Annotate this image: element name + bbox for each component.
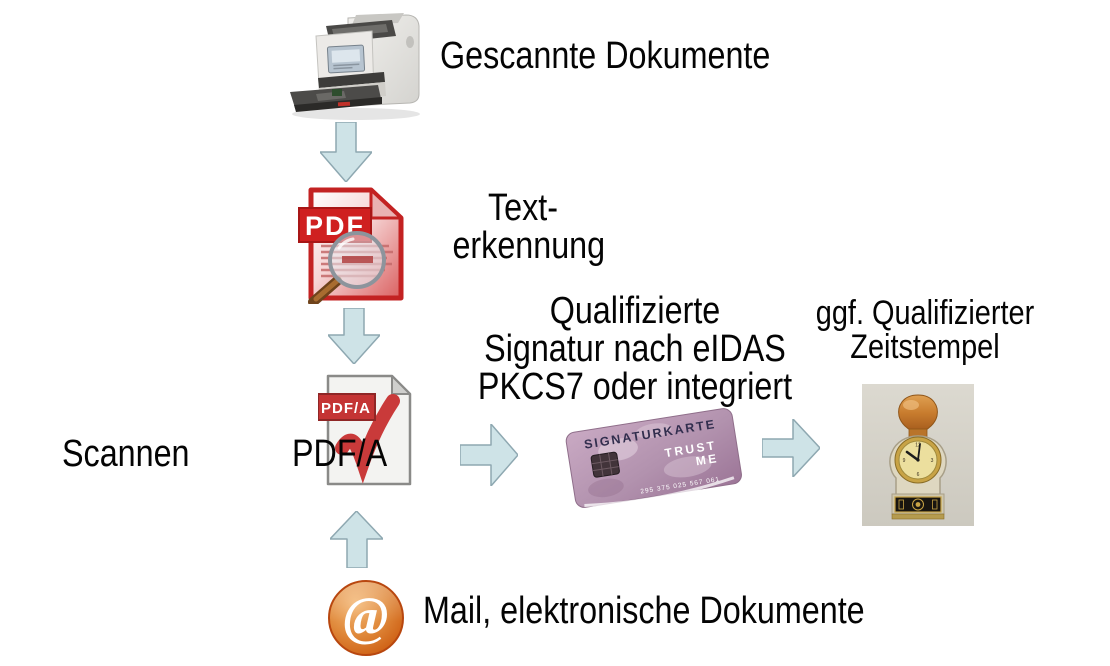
- checkmark-icon: [335, 394, 400, 484]
- scanner-shadow: [292, 108, 420, 120]
- label-text-recognition: Text- erkennung: [452, 187, 606, 267]
- pdfa-icon: PDF/A: [318, 374, 412, 486]
- pdfa-badge: [318, 393, 376, 421]
- pdf-page-fold: [369, 188, 403, 220]
- svg-text:6: 6: [917, 472, 920, 478]
- label-qualified-signature: Qualifizierte Signatur nach eIDAS PKCS7 …: [469, 292, 801, 406]
- svg-text:3: 3: [931, 458, 934, 464]
- arrow-right-icon: [460, 424, 518, 486]
- svg-text:9: 9: [903, 458, 906, 464]
- arrow-right-icon: [762, 419, 820, 477]
- label-mail-electronic-documents: Mail, elektronische Dokumente: [423, 590, 865, 632]
- label-scanned-documents: Gescannte Dokumente: [440, 35, 771, 77]
- label-pdfa: PDF/A: [292, 433, 388, 475]
- pdfa-page-fold: [391, 375, 411, 395]
- label-qualified-timestamp-line2: Zeitstempel: [850, 328, 1000, 366]
- at-sign-icon: @: [328, 580, 404, 656]
- stamp-base: [891, 493, 945, 520]
- timestamp-device-image: 12 3 6 9: [862, 384, 974, 526]
- label-qualified-signature-line1: Qualifizierte: [549, 290, 721, 332]
- arrow-down-icon: [320, 122, 372, 182]
- svg-text:12: 12: [915, 443, 921, 449]
- label-qualified-timestamp-line1: ggf. Qualifizierter: [815, 294, 1035, 332]
- label-qualified-timestamp: ggf. Qualifizierter Zeitstempel: [798, 296, 1053, 364]
- scanner-display: [326, 44, 366, 74]
- smartcard-chip: [590, 451, 620, 478]
- label-qualified-signature-line2: Signatur nach eIDAS: [484, 328, 786, 370]
- label-text-recognition-line1: Text-: [487, 187, 558, 229]
- pdf-ocr-icon: PDF: [298, 187, 404, 304]
- label-qualified-signature-line3: PKCS7 oder integriert: [477, 366, 793, 408]
- magnifier-icon: [308, 231, 386, 304]
- label-scannen: Scannen: [62, 433, 190, 475]
- arrow-up-icon: [330, 511, 383, 568]
- at-glyph: @: [343, 586, 389, 646]
- signature-card-image: SIGNATURKARTE TRUST ME 295 375 025 567 0…: [565, 408, 742, 508]
- label-text-recognition-line2: erkennung: [452, 225, 606, 267]
- pdfa-badge-text: PDF/A: [321, 400, 371, 417]
- smartcard-trust-line2: ME: [695, 451, 720, 468]
- arrow-down-icon: [328, 308, 380, 364]
- scanner-image: [290, 13, 420, 120]
- clock-face: 12 3 6 9: [894, 436, 942, 484]
